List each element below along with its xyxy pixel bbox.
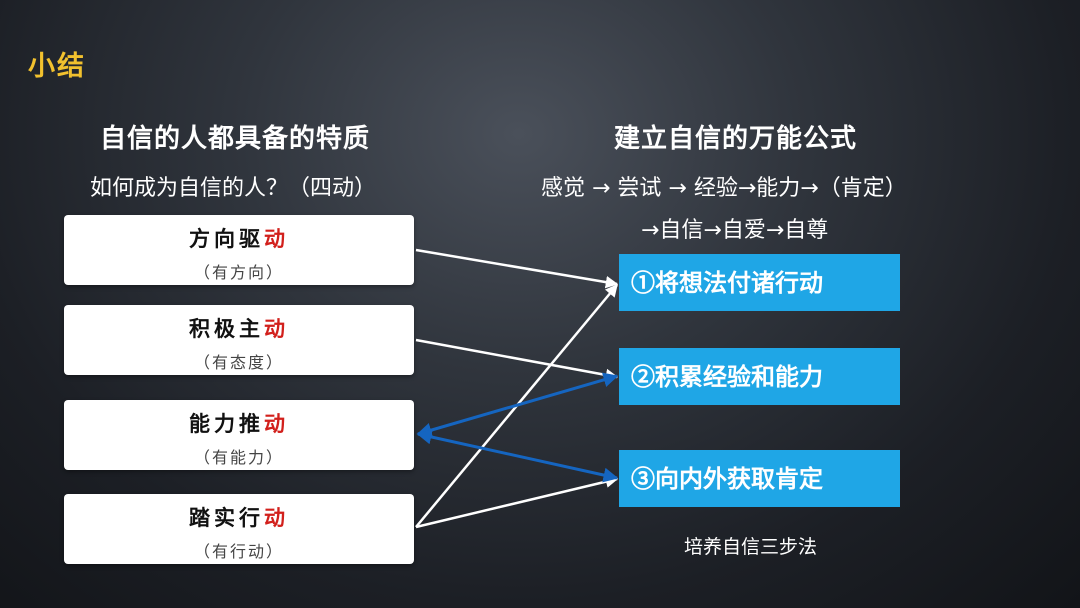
trait-card-title: 踏实行动: [64, 502, 414, 532]
trait-title-accent: 动: [264, 505, 289, 530]
trait-card-action: 踏实行动 （有行动）: [64, 494, 414, 564]
trait-card-subtitle: （有态度）: [193, 353, 284, 372]
trait-card-direction: 方向驱动 （有方向）: [64, 215, 414, 285]
right-heading: 建立自信的万能公式: [614, 124, 858, 154]
trait-title-main: 方向驱: [189, 226, 264, 251]
trait-card-subtitle: （有方向）: [193, 263, 284, 282]
step-box-2: ②积累经验和能力: [619, 348, 900, 405]
trait-card-title: 方向驱动: [64, 223, 414, 253]
trait-card-subtitle: （有能力）: [193, 448, 284, 467]
trait-title-accent: 动: [264, 316, 289, 341]
left-subheading: 如何成为自信的人？（四动）: [90, 176, 377, 201]
formula-line-2: →自信→自爱→自尊: [641, 218, 829, 243]
trait-title-accent: 动: [264, 411, 289, 436]
left-heading: 自信的人都具备的特质: [100, 124, 371, 154]
trait-card-ability: 能力推动 （有能力）: [64, 400, 414, 470]
arrow-step2-ability-link: [416, 372, 619, 438]
arrow-attitude-to-step2: [415, 338, 619, 382]
trait-title-main: 踏实行: [189, 505, 264, 530]
formula-line-1: 感觉 → 尝试 → 经验→能力→（肯定）: [541, 176, 907, 201]
trait-title-accent: 动: [264, 226, 289, 251]
step-box-3: ③向内外获取肯定: [619, 450, 900, 507]
arrow-step3-ability-link: [416, 429, 619, 483]
trait-card-title: 能力推动: [64, 408, 414, 438]
arrow-direction-to-step1: [415, 248, 619, 289]
arrow-action-to-step3: [415, 475, 619, 529]
trait-title-main: 积极主: [189, 316, 264, 341]
footnote: 培养自信三步法: [684, 536, 818, 558]
slide-title: 小结: [28, 51, 86, 82]
trait-card-title: 积极主动: [64, 313, 414, 343]
trait-title-main: 能力推: [189, 411, 264, 436]
trait-card-attitude: 积极主动 （有态度）: [64, 305, 414, 375]
step-box-1: ①将想法付诸行动: [619, 254, 900, 311]
trait-card-subtitle: （有行动）: [193, 542, 284, 561]
